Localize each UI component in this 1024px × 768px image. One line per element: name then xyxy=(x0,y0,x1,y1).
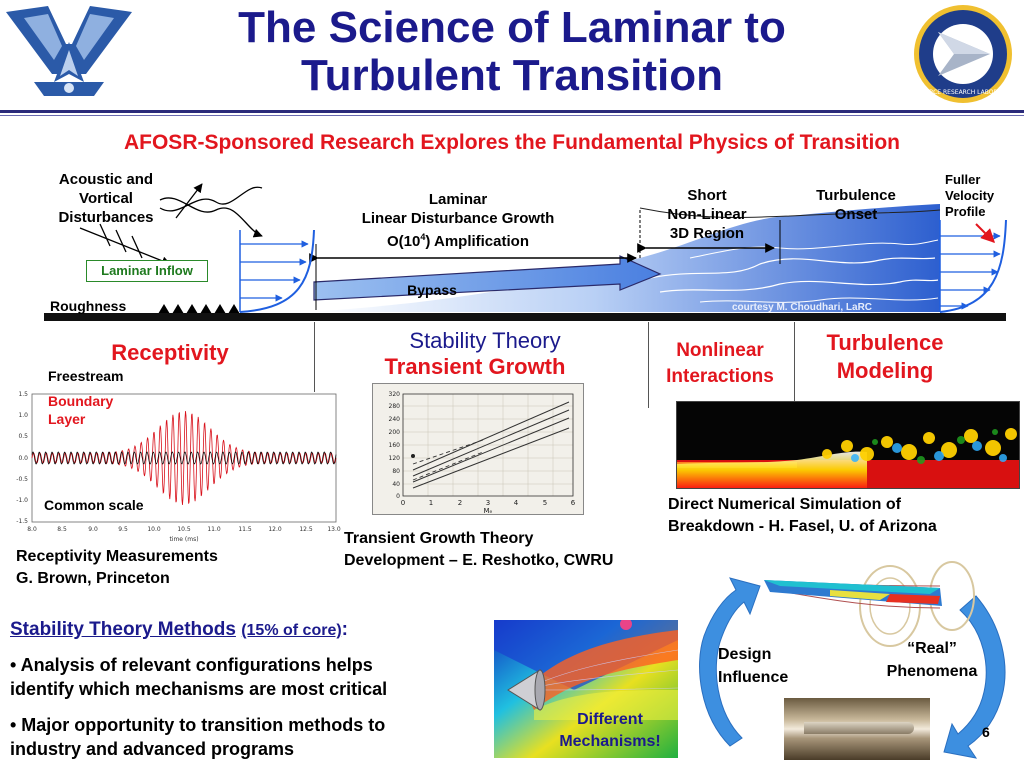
x-axis-label: Mₑ xyxy=(484,507,493,514)
methods-bullet-2: • Major opportunity to transition method… xyxy=(10,715,386,759)
air-force-wings-logo xyxy=(4,4,134,104)
methods-heading: Stability Theory Methods (15% of core): xyxy=(10,619,348,640)
subtitle: AFOSR-Sponsored Research Explores the Fu… xyxy=(123,131,900,154)
receptivity-caption: Receptivity Measurements G. Brown, Princ… xyxy=(16,548,218,587)
title-divider-thin xyxy=(0,115,1024,116)
acoustic-label: Acoustic and Vortical Disturbances xyxy=(58,171,154,226)
transient-x-ticks: 0 1 2 3 4 5 6 Mₑ xyxy=(401,499,576,515)
y-tick: 160 xyxy=(389,442,401,449)
wall-plate xyxy=(44,313,1006,321)
title-divider xyxy=(0,110,1024,113)
stability-theory-heading: Stability Theory xyxy=(409,328,561,353)
y-tick: 0 xyxy=(396,493,400,500)
vehicle-streamlines xyxy=(764,561,975,647)
turbulence-modeling-heading: Turbulence Modeling xyxy=(826,330,944,383)
x-tick: 5 xyxy=(543,499,547,507)
y-tick: 320 xyxy=(389,391,401,398)
y-tick: 240 xyxy=(389,416,401,423)
y-tick: -0.5 xyxy=(16,476,28,483)
fuller-profile-label: Fuller Velocity Profile xyxy=(945,172,995,219)
y-tick: 0.5 xyxy=(18,433,28,440)
page-title: The Science of Laminar to Turbulent Tran… xyxy=(238,3,786,100)
boundary-layer-signal xyxy=(31,411,337,505)
x-tick: 3 xyxy=(486,499,490,507)
receptivity-heading: Receptivity xyxy=(111,340,229,365)
freestream-label: Freestream xyxy=(48,368,124,384)
x-tick: 0 xyxy=(401,499,405,507)
roughness-label: Roughness xyxy=(50,298,127,314)
dns-caption: Direct Numerical Simulation of Breakdown… xyxy=(668,496,937,535)
x-tick: 9.0 xyxy=(88,526,98,533)
transient-y-ticks: 0 40 80 120 160 200 240 280 320 xyxy=(389,391,401,500)
freestream-signal xyxy=(31,451,337,465)
y-tick: -1.5 xyxy=(16,518,28,525)
y-tick: -1.0 xyxy=(16,497,28,504)
design-influence-label: Design Influence xyxy=(718,646,789,686)
y-tick: 80 xyxy=(392,468,400,475)
transient-growth-heading: Transient Growth xyxy=(384,354,566,379)
x-tick: 2 xyxy=(458,499,462,507)
x-tick: 8.0 xyxy=(27,526,37,533)
separator-1 xyxy=(314,322,315,392)
dns-simulation-image xyxy=(676,401,1020,489)
fuller-velocity-profile xyxy=(939,219,1007,313)
x-tick: 10.0 xyxy=(147,526,161,533)
roughness-elements xyxy=(158,304,240,314)
common-scale-label: Common scale xyxy=(44,497,144,513)
methods-bullet-1: • Analysis of relevant configurations he… xyxy=(10,655,388,699)
real-phenomena-arrow xyxy=(943,595,1006,759)
y-tick: 1.5 xyxy=(18,391,28,398)
x-tick: 8.5 xyxy=(57,526,67,533)
turbulence-onset-label: Turbulence Onset xyxy=(816,187,896,223)
laminar-inflow-box: Laminar Inflow xyxy=(86,260,208,282)
real-phenomena-label: “Real” Phenomena xyxy=(886,640,978,680)
x-tick: 12.5 xyxy=(299,526,313,533)
model-body xyxy=(804,722,914,734)
x-tick: 11.0 xyxy=(207,526,221,533)
x-tick: 10.5 xyxy=(177,526,191,533)
laminar-label: Laminar Linear Disturbance Growth O(104)… xyxy=(361,191,555,250)
boundary-layer-label: Boundary Layer xyxy=(48,393,114,427)
cone-simulation-image xyxy=(494,620,678,758)
x-tick: 4 xyxy=(514,499,519,507)
courtesy-label: courtesy M. Choudhari, LaRC xyxy=(732,302,873,313)
wind-tunnel-photo xyxy=(784,698,930,760)
x-tick: 1 xyxy=(429,499,433,507)
seal-text: AIR FORCE RESEARCH LABORATORY xyxy=(909,89,1017,96)
x-tick: 11.5 xyxy=(238,526,252,533)
x-tick: 12.0 xyxy=(268,526,282,533)
separator-2 xyxy=(648,322,649,408)
y-tick-labels: 1.5 1.0 0.5 0.0 -0.5 -1.0 -1.5 xyxy=(16,391,28,525)
y-tick: 0.0 xyxy=(18,455,28,462)
x-tick: 9.5 xyxy=(118,526,128,533)
y-tick: 200 xyxy=(389,429,401,436)
afrl-seal-logo: AIR FORCE RESEARCH LABORATORY xyxy=(908,2,1018,106)
disturbance-waves xyxy=(79,183,263,266)
x-tick: 13.0 xyxy=(327,526,341,533)
y-tick: 280 xyxy=(389,403,401,410)
y-tick: 120 xyxy=(389,455,401,462)
nonlinear-heading: Nonlinear Interactions xyxy=(666,340,774,387)
y-tick: 1.0 xyxy=(18,412,28,419)
transition-diagram xyxy=(44,183,1007,321)
inlet-velocity-profile xyxy=(239,229,315,313)
design-cycle-arrows xyxy=(699,561,1006,759)
different-mechanisms-label: Different Mechanisms! xyxy=(559,711,661,750)
transient-caption: Transient Growth Theory Development – E.… xyxy=(344,530,614,569)
x-axis-label: time (ms) xyxy=(169,536,198,543)
transient-growth-plot: 0 40 80 120 160 200 240 280 320 0 1 2 3 … xyxy=(372,383,584,515)
y-tick: 40 xyxy=(392,481,400,488)
x-tick: 6 xyxy=(571,499,576,507)
design-influence-arrow xyxy=(699,577,761,747)
bypass-label: Bypass xyxy=(407,282,457,298)
separator-3 xyxy=(794,322,795,402)
x-tick-labels: 8.0 8.5 9.0 9.5 10.0 10.5 11.0 11.5 12.0… xyxy=(27,526,341,543)
page-number: 6 xyxy=(982,724,990,740)
short-region-label: Short Non-Linear 3D Region xyxy=(667,187,747,242)
